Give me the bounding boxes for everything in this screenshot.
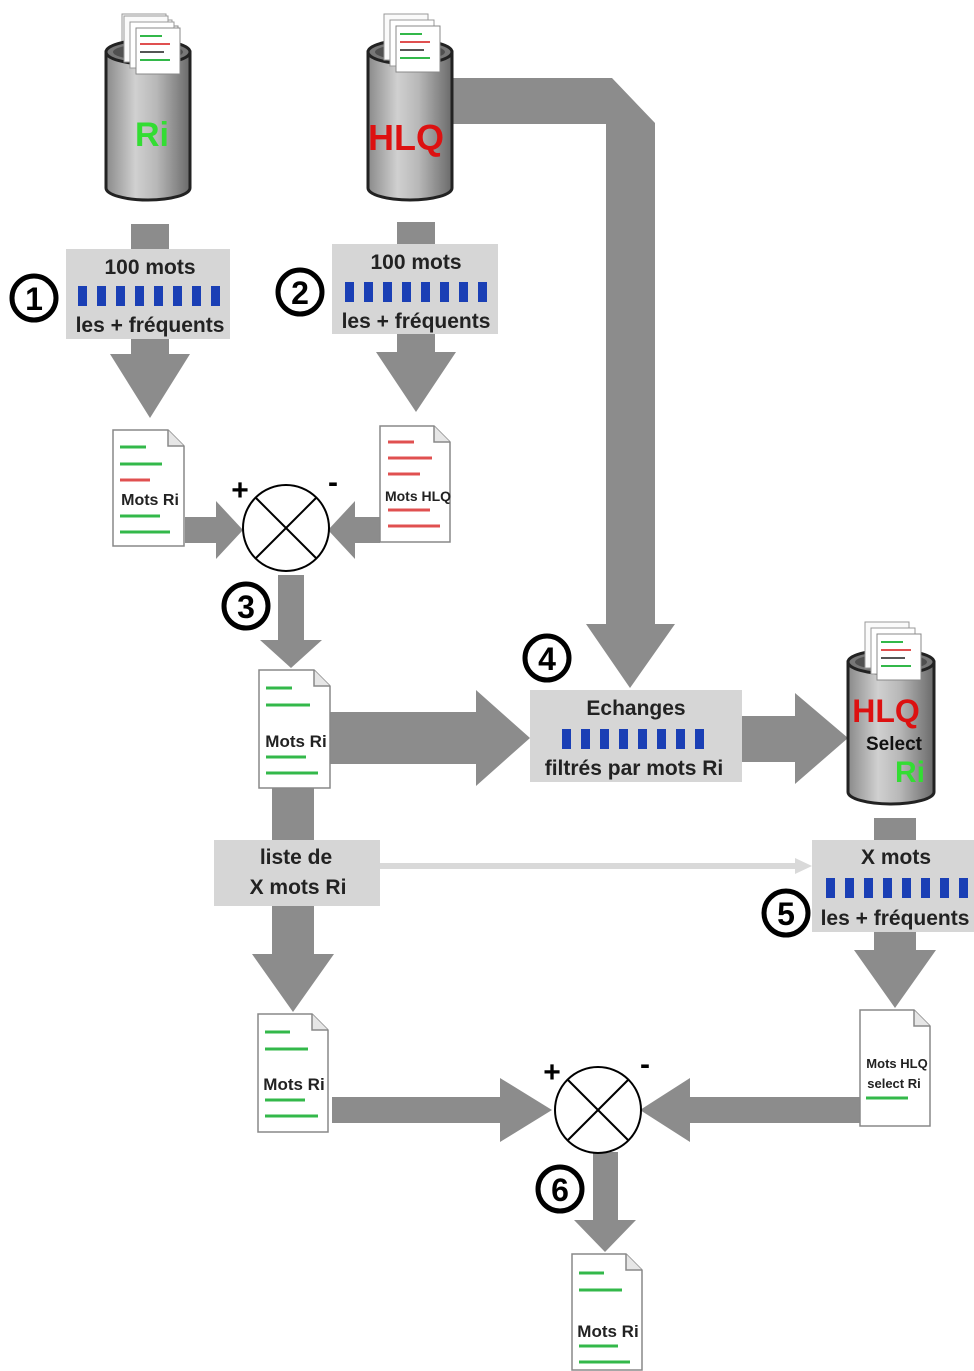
- arrow-selectdoc-to-op2: [640, 1078, 862, 1142]
- doc-mots-ri-1-label: Mots Ri: [121, 492, 179, 509]
- doc-mots-hlq-select-line2: select Ri: [867, 1076, 920, 1091]
- step5-bars: [826, 878, 968, 898]
- arrow-hlq-to-step2: [397, 222, 435, 246]
- arrow-motsri-to-op1: [185, 501, 243, 559]
- arrow-doc2-to-liste: [272, 788, 314, 840]
- step5-number: 5: [777, 896, 795, 932]
- arrow-motshlq-to-op1: [328, 501, 380, 559]
- step1-bars: [78, 286, 220, 306]
- arrow-ri-to-step1: [131, 224, 169, 252]
- cylinder-hlq: HLQ: [366, 13, 454, 202]
- step5-box: X mots les + fréquents: [812, 840, 974, 932]
- cylinder-ri: Ri: [104, 13, 192, 202]
- step2-badge: 2: [275, 267, 325, 317]
- flow-arrows: [110, 78, 936, 1252]
- arrow-liste-to-doc3: [252, 905, 334, 1012]
- operator-2: + -: [543, 1048, 650, 1154]
- liste-line1: liste de: [260, 846, 332, 869]
- cylinder-select-middle: Select: [866, 734, 923, 755]
- step1-line1: 100 mots: [104, 256, 195, 279]
- step4-number: 4: [538, 641, 556, 677]
- step5-line1: X mots: [861, 846, 931, 869]
- step4-line2: filtrés par mots Ri: [545, 757, 724, 780]
- arrow-op2-to-final: [574, 1152, 636, 1252]
- step2-line2: les + fréquents: [342, 310, 491, 333]
- faint-arrow-liste-to-step5: [380, 858, 812, 874]
- liste-line2: X mots Ri: [250, 876, 347, 899]
- doc-mots-hlq-select-line1: Mots HLQ: [866, 1056, 927, 1071]
- arrow-doc3-to-op2: [332, 1078, 552, 1142]
- arrow-step2-to-doc: [376, 334, 456, 412]
- doc-mots-hlq-select-ri: Mots HLQ select Ri: [859, 1009, 931, 1127]
- step6-number: 6: [551, 1172, 569, 1208]
- operator-1-minus: -: [328, 466, 338, 499]
- arrow-op1-to-doc2: [260, 575, 322, 668]
- doc-mots-ri-1: Mots Ri: [112, 429, 185, 547]
- doc-mots-hlq-label: Mots HLQ: [385, 488, 451, 504]
- arrow-doc2-to-echanges: [330, 690, 530, 786]
- step5-line2: les + fréquents: [821, 907, 970, 930]
- doc-mots-ri-2-label: Mots Ri: [265, 732, 326, 751]
- step4-badge: 4: [522, 633, 572, 683]
- step3-number: 3: [237, 589, 255, 625]
- doc-mots-ri-3: Mots Ri: [257, 1013, 329, 1133]
- arrow-step5-to-doc: [854, 930, 936, 1008]
- step4-bars: [562, 729, 704, 749]
- arrow-step1-to-doc: [110, 338, 190, 418]
- step5-badge: 5: [761, 888, 811, 938]
- operator-1-plus: +: [231, 474, 249, 507]
- doc-mots-ri-3-label: Mots Ri: [263, 1075, 324, 1094]
- doc-mots-ri-final-label: Mots Ri: [577, 1322, 638, 1341]
- doc-mots-ri-2: Mots Ri: [258, 669, 331, 789]
- step4-box: Echanges filtrés par mots Ri: [530, 690, 742, 782]
- doc-mots-hlq: Mots HLQ: [379, 425, 451, 543]
- step1-number: 1: [25, 281, 43, 317]
- operator-1: + -: [231, 466, 338, 572]
- step4-line1: Echanges: [586, 697, 685, 720]
- liste-box: liste de X mots Ri: [214, 840, 380, 906]
- cylinder-select-bottom: Ri: [895, 756, 925, 789]
- operator-2-minus: -: [640, 1048, 650, 1081]
- step1-line2: les + fréquents: [76, 314, 225, 337]
- step2-box: 100 mots les + fréquents: [332, 244, 498, 334]
- arrow-hlq-to-echanges: [448, 78, 675, 688]
- step6-badge: 6: [535, 1164, 585, 1214]
- step3-badge: 3: [221, 581, 271, 631]
- step2-bars: [345, 282, 487, 302]
- doc-mots-ri-final: Mots Ri: [571, 1253, 643, 1371]
- arrow-echanges-to-select: [742, 693, 848, 784]
- step2-line1: 100 mots: [370, 251, 461, 274]
- cylinder-select-top: HLQ: [852, 693, 920, 729]
- cylinder-hlq-label: HLQ: [368, 117, 444, 158]
- operator-2-plus: +: [543, 1056, 561, 1089]
- cylinder-ri-label: Ri: [135, 116, 169, 154]
- step1-box: 100 mots les + fréquents: [66, 249, 230, 339]
- cylinder-hlq-select-ri: HLQ Select Ri: [846, 621, 936, 806]
- arrow-select-to-step5: [874, 818, 916, 840]
- step1-badge: 1: [9, 273, 59, 323]
- step2-number: 2: [291, 275, 309, 311]
